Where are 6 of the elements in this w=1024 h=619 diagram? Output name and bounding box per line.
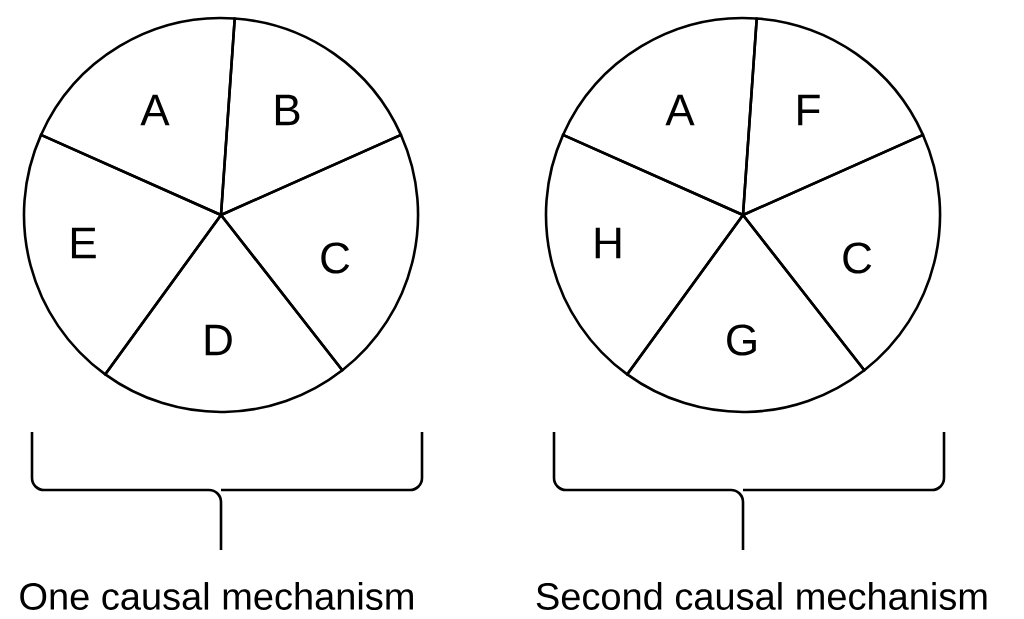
pie-sector: F [741,17,925,217]
pie-sector: A [561,16,758,217]
pie-sector: B [219,17,403,217]
caption: One causal mechanism [20,582,413,610]
caption: Second causal mechanism [536,582,987,610]
pie-sector: A [39,16,236,217]
